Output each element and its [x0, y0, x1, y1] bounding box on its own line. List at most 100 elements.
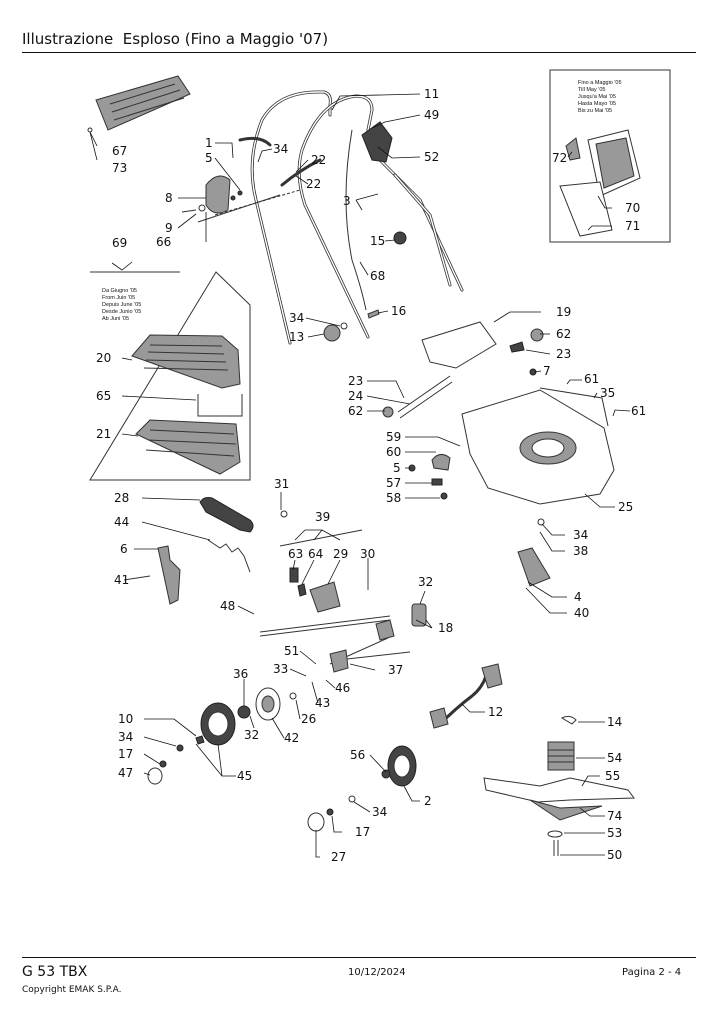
callout-68: 68	[370, 269, 385, 283]
callout-28: 28	[114, 491, 129, 505]
gearbox-part	[309, 581, 341, 613]
callout-1: 1	[205, 136, 213, 150]
callout-15: 15	[370, 234, 385, 248]
footer-rule	[22, 957, 696, 958]
blade-cover-part	[560, 715, 577, 725]
model-name: G 53 TBX	[22, 964, 88, 980]
callout-60: 60	[386, 445, 401, 459]
callout-51: 51	[284, 644, 299, 658]
callout-57: 57	[386, 476, 401, 490]
callout-2: 2	[424, 794, 432, 808]
hinge-part	[509, 341, 525, 353]
callout-70: 70	[625, 201, 640, 215]
callout-52: 52	[424, 150, 439, 164]
callout-73: 73	[112, 161, 127, 175]
callout-54: 54	[607, 751, 622, 765]
callout-29: 29	[333, 547, 348, 561]
callout-18: 18	[438, 621, 453, 635]
lower-handle-part	[378, 158, 464, 292]
callout-20: 20	[96, 351, 111, 365]
blade-plate-part	[529, 799, 603, 821]
callout-7: 7	[543, 364, 551, 378]
note-right-4: Hasta Mayo '05	[578, 101, 616, 107]
nut-part	[382, 406, 394, 418]
callout-34: 34	[273, 142, 288, 156]
callout-46: 46	[335, 681, 350, 695]
callout-35: 35	[600, 386, 615, 400]
callout-8: 8	[165, 191, 173, 205]
note-right-3: Jusqu'a Mai '05	[578, 94, 616, 100]
callout-16: 16	[391, 304, 406, 318]
print-date: 10/12/2024	[348, 967, 406, 978]
callout-10: 10	[118, 712, 133, 726]
callout-55: 55	[605, 769, 620, 783]
callout-30: 30	[360, 547, 375, 561]
callout-23: 23	[556, 347, 571, 361]
axle-part	[337, 651, 411, 661]
belt-part	[199, 497, 254, 533]
inset-box-right	[549, 69, 671, 243]
blade-part	[483, 777, 635, 803]
lever-part	[157, 545, 181, 605]
callout-26: 26	[301, 712, 316, 726]
callout-13: 13	[289, 330, 304, 344]
axle-bracket-part	[375, 619, 395, 641]
callout-32: 32	[244, 728, 259, 742]
note-left-5: Ab Juni '05	[102, 316, 129, 322]
washer-part	[307, 812, 325, 832]
note-right-1: Fino a Maggio '05	[578, 80, 622, 86]
callout-4: 4	[574, 590, 582, 604]
callout-67: 67	[112, 144, 127, 158]
callout-6: 6	[120, 542, 128, 556]
frame-part	[197, 394, 243, 417]
callout-33: 33	[273, 662, 288, 676]
height-lever-part	[436, 674, 488, 728]
callout-17: 17	[118, 747, 133, 761]
callout-74: 74	[607, 809, 622, 823]
callout-56: 56	[350, 748, 365, 762]
knob-part	[323, 324, 341, 342]
callout-43: 43	[315, 696, 330, 710]
callout-22: 22	[311, 153, 326, 167]
callout-17: 17	[355, 825, 370, 839]
screw-part	[87, 127, 93, 133]
callout-11: 11	[424, 87, 439, 101]
callout-63: 63	[288, 547, 303, 561]
callout-31: 31	[274, 477, 289, 491]
shaft-part	[259, 615, 391, 633]
callout-44: 44	[114, 515, 129, 529]
callout-12: 12	[488, 705, 503, 719]
callout-34: 34	[372, 805, 387, 819]
cable-part	[345, 129, 367, 311]
callout-40: 40	[574, 606, 589, 620]
callout-3: 3	[343, 194, 351, 208]
note-left-4: Desde Junio '05	[102, 309, 141, 315]
callout-36: 36	[233, 667, 248, 681]
callout-59: 59	[386, 430, 401, 444]
callout-25: 25	[618, 500, 633, 514]
callout-45: 45	[237, 769, 252, 783]
callout-leaders	[89, 93, 631, 858]
screw-part	[340, 322, 348, 330]
callout-61: 61	[631, 404, 646, 418]
callout-14: 14	[607, 715, 622, 729]
callout-34: 34	[118, 730, 133, 744]
callout-5: 5	[393, 461, 401, 475]
callout-65: 65	[96, 389, 111, 403]
callout-69: 69	[112, 236, 127, 250]
callout-53: 53	[607, 826, 622, 840]
note-left-2: From Juin '05	[102, 295, 135, 301]
cable-part	[197, 194, 281, 223]
callout-58: 58	[386, 491, 401, 505]
callout-62: 62	[348, 404, 363, 418]
callout-23: 23	[348, 374, 363, 388]
callout-5: 5	[205, 151, 213, 165]
shaft-part	[259, 619, 391, 637]
page-number: Pagina 2 - 4	[622, 967, 682, 978]
callout-61: 61	[584, 372, 599, 386]
bracket-part	[517, 547, 551, 587]
note-left-1: Da Giugno '05	[102, 288, 137, 294]
callout-32: 32	[418, 575, 433, 589]
callout-62: 62	[556, 327, 571, 341]
callout-27: 27	[331, 850, 346, 864]
